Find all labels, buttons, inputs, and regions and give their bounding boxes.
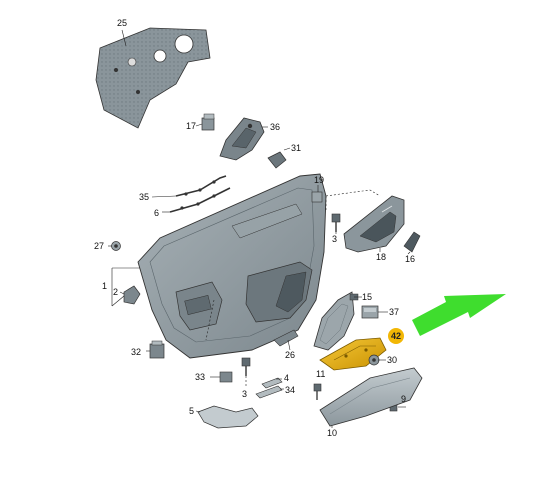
callout-2: 2 xyxy=(113,287,119,297)
part-3-screw-lower xyxy=(241,357,251,376)
part-26-trim xyxy=(273,329,299,347)
part-37-switch xyxy=(361,305,379,319)
callout-9: 9 xyxy=(401,394,407,404)
part-34-strip xyxy=(255,385,283,399)
part-33-clip xyxy=(219,371,233,383)
callout-15: 15 xyxy=(362,292,373,302)
green-pointer-arrow xyxy=(412,294,506,336)
callout-31: 31 xyxy=(291,143,302,153)
callout-35: 35 xyxy=(139,192,150,202)
callout-18: 18 xyxy=(376,252,387,262)
callout-30: 30 xyxy=(387,355,398,365)
callout-10: 10 xyxy=(327,428,338,438)
part-19-clip xyxy=(311,191,323,203)
callout-5: 5 xyxy=(189,406,195,416)
part-18-grip xyxy=(343,195,405,253)
callout-37: 37 xyxy=(389,307,400,317)
part-3-screw-upper xyxy=(331,213,341,232)
callout-3-lower: 3 xyxy=(242,389,248,399)
callout-25: 25 xyxy=(117,18,128,28)
callout-33: 33 xyxy=(195,372,206,382)
callout-36: 36 xyxy=(270,122,281,132)
part-11-screw xyxy=(313,383,322,400)
part-16-cover xyxy=(403,231,421,253)
part-5-cover xyxy=(197,405,259,429)
callout-42-highlighted: 42 xyxy=(388,328,404,344)
part-32-clip xyxy=(149,340,165,359)
part-17-clip xyxy=(201,113,215,131)
callout-16: 16 xyxy=(405,254,416,264)
leader-lines xyxy=(108,29,411,428)
part-25-insulation xyxy=(95,27,211,129)
part-35-strip xyxy=(175,175,227,197)
callout-32: 32 xyxy=(131,347,142,357)
part-36-bracket xyxy=(219,117,265,161)
callout-26: 26 xyxy=(285,350,296,360)
callout-27: 27 xyxy=(94,241,105,251)
part-30-nut xyxy=(368,354,380,366)
part-27-clip xyxy=(111,241,121,251)
callout-1: 1 xyxy=(102,281,108,291)
callout-6: 6 xyxy=(154,208,160,218)
callout-4: 4 xyxy=(284,373,290,383)
part-4-strip xyxy=(261,377,283,389)
callout-3-upper: 3 xyxy=(332,234,338,244)
callout-11: 11 xyxy=(316,369,326,379)
part-1-door-panel xyxy=(137,173,327,359)
callout-17: 17 xyxy=(186,121,197,131)
part-15-speaker-cover xyxy=(313,291,359,351)
callout-34: 34 xyxy=(285,385,296,395)
part-10-armrest xyxy=(319,367,423,427)
part-31 xyxy=(267,151,287,169)
part-6-strip xyxy=(169,187,231,213)
callout-19: 19 xyxy=(314,175,325,185)
part-2-clip xyxy=(123,285,141,305)
